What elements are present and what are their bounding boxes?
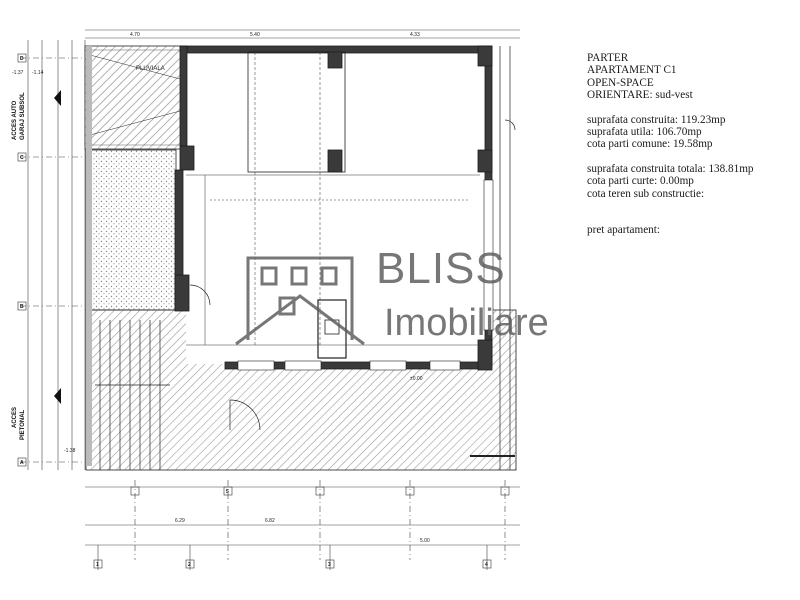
- bottom-dim-1: 6.29: [175, 518, 185, 524]
- info-common-share: cota parti comune: 19.58mp: [587, 138, 713, 151]
- axis-label-b: B: [20, 304, 24, 310]
- level-label-2: -1.14: [32, 70, 44, 76]
- windows: [237, 179, 494, 371]
- watermark-bliss: BLISS: [376, 244, 506, 293]
- apartment-info: PARTER APARTAMENT C1 OPEN-SPACE ORIENTAR…: [587, 52, 797, 236]
- arrow-icon: [54, 90, 61, 106]
- bottom-dim-2: 6.82: [265, 518, 275, 524]
- info-layout: OPEN-SPACE: [587, 76, 654, 89]
- info-built-area: suprafata construita: 119.23mp: [587, 113, 726, 126]
- axis-label-1: 1: [96, 562, 99, 568]
- access-car-label-1: ACCES AUTO: [12, 100, 18, 140]
- info-usable-area: suprafata utila: 106.70mp: [587, 126, 702, 139]
- info-land-share: cota teren sub constructie:: [587, 187, 705, 200]
- info-apartment: APARTAMENT C1: [587, 64, 677, 77]
- level-label-4: ±0.00: [410, 376, 423, 382]
- stairs: [95, 320, 170, 470]
- access-car-label-2: GARAJ SUBSOL: [20, 92, 26, 140]
- info-price: pret apartament:: [587, 224, 660, 237]
- axis-label-d: D: [20, 56, 24, 62]
- watermark-imobiliare: Imobiliare: [384, 302, 549, 344]
- axis-label-3: 3: [328, 562, 331, 568]
- left-hatch: [86, 46, 92, 466]
- level-label-1: -1.37: [12, 70, 24, 76]
- watermark-house-icon: [235, 256, 365, 346]
- info-yard-share: cota parti curte: 0.00mp: [587, 175, 694, 188]
- access-ped-label-1: ACCES: [12, 407, 18, 428]
- arrow-icon-2: [54, 388, 61, 404]
- axis-label-a: A: [20, 460, 24, 466]
- dimension-lines: [20, 29, 520, 570]
- axis-label-4: 4: [485, 562, 488, 568]
- axis-label-2: 2: [188, 562, 191, 568]
- interior-dims: [186, 52, 480, 346]
- bottom-dim-3: 5.00: [420, 538, 430, 544]
- green-area: [85, 149, 177, 311]
- top-dim-3: 4.33: [410, 32, 420, 38]
- neighbor-building: [499, 46, 516, 470]
- axis-label-c: C: [20, 155, 24, 161]
- doors: [189, 284, 261, 431]
- access-ped-label-2: PIETONAL: [20, 409, 26, 440]
- level-label-3: -1.38: [64, 448, 76, 454]
- ramp-label: PLUVIALA: [136, 66, 165, 72]
- top-dim-1: 4.70: [130, 32, 140, 38]
- info-orientation: ORIENTARE: sud-vest: [587, 89, 693, 102]
- top-dim-2: 5.40: [250, 32, 260, 38]
- core-box: [247, 51, 346, 173]
- info-level: PARTER: [587, 52, 629, 64]
- info-total-built: suprafata construita totala: 138.81mp: [587, 162, 754, 175]
- axis-label-5: 5: [226, 489, 229, 495]
- axis-markers: [17, 53, 510, 569]
